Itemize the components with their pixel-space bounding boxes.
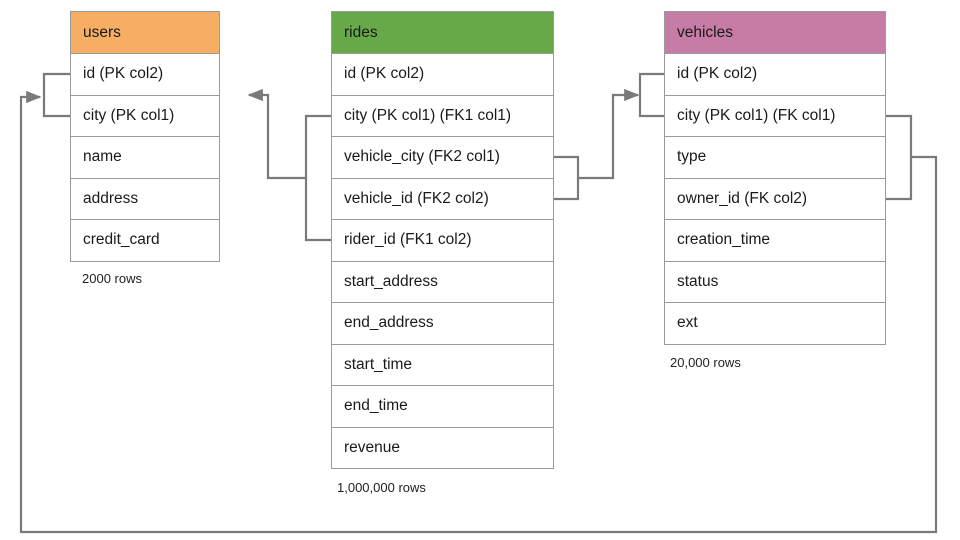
field-label: start_time	[344, 355, 413, 373]
table-rides-field-city[interactable]: city (PK col1) (FK1 col1)	[332, 95, 553, 137]
field-label: id (PK col2)	[344, 65, 425, 83]
table-users-row-count: 2000 rows	[82, 271, 142, 286]
field-label: type	[677, 148, 707, 166]
table-vehicles-field-city[interactable]: city (PK col1) (FK col1)	[665, 95, 885, 137]
table-vehicles-field-creation-time[interactable]: creation_time	[665, 220, 885, 262]
field-label: start_address	[344, 272, 438, 290]
table-rides[interactable]: rides id (PK col2) city (PK col1) (FK1 c…	[331, 11, 554, 469]
field-label: end_address	[344, 314, 434, 332]
table-users[interactable]: users id (PK col2) city (PK col1) name a…	[70, 11, 220, 262]
table-users-field-id[interactable]: id (PK col2)	[71, 54, 219, 96]
vehicles-pk-bracket	[638, 72, 664, 118]
field-label: city (PK col1) (FK col1)	[677, 106, 836, 124]
table-vehicles-field-status[interactable]: status	[665, 261, 885, 303]
field-label: city (PK col1) (FK1 col1)	[344, 106, 512, 124]
table-users-field-name[interactable]: name	[71, 137, 219, 179]
table-vehicles-title: vehicles	[677, 23, 733, 41]
vehicles-fk-bracket	[886, 114, 913, 201]
field-label: status	[677, 272, 719, 290]
table-rides-field-revenue[interactable]: revenue	[332, 427, 553, 469]
field-label: id (PK col2)	[677, 65, 758, 83]
table-rides-field-start-time[interactable]: start_time	[332, 344, 553, 386]
field-label: ext	[677, 314, 698, 332]
field-label: credit_card	[83, 231, 160, 249]
table-users-title: users	[83, 23, 121, 41]
table-users-field-city[interactable]: city (PK col1)	[71, 95, 219, 137]
rides-fk1-bracket	[304, 114, 331, 242]
table-vehicles-field-id[interactable]: id (PK col2)	[665, 54, 885, 96]
field-label: revenue	[344, 438, 401, 456]
field-label: rider_id (FK1 col2)	[344, 231, 472, 249]
table-vehicles-field-owner-id[interactable]: owner_id (FK col2)	[665, 178, 885, 220]
field-label: city (PK col1)	[83, 106, 175, 124]
table-vehicles-field-type[interactable]: type	[665, 137, 885, 179]
table-rides-field-rider-id[interactable]: rider_id (FK1 col2)	[332, 220, 553, 262]
table-users-field-credit-card[interactable]: credit_card	[71, 220, 219, 262]
field-label: creation_time	[677, 231, 771, 249]
table-vehicles-row-count: 20,000 rows	[670, 355, 741, 370]
rides-fk1-to-users-wire	[247, 88, 306, 180]
field-label: vehicle_city (FK2 col1)	[344, 148, 500, 166]
field-label: name	[83, 148, 122, 166]
table-rides-field-start-address[interactable]: start_address	[332, 261, 553, 303]
table-rides-field-vehicle-id[interactable]: vehicle_id (FK2 col2)	[332, 178, 553, 220]
field-label: id (PK col2)	[83, 65, 164, 83]
field-label: end_time	[344, 397, 408, 415]
field-label: address	[83, 189, 139, 207]
field-label: owner_id (FK col2)	[677, 189, 808, 207]
table-rides-field-id[interactable]: id (PK col2)	[332, 54, 553, 96]
table-rides-row-count: 1,000,000 rows	[337, 480, 426, 495]
users-pk-bracket	[42, 72, 70, 118]
table-rides-header: rides	[332, 12, 553, 54]
table-users-header: users	[71, 12, 219, 54]
table-rides-field-end-time[interactable]: end_time	[332, 386, 553, 428]
table-rides-field-end-address[interactable]: end_address	[332, 303, 553, 345]
table-rides-title: rides	[344, 23, 378, 41]
table-users-field-address[interactable]: address	[71, 178, 219, 220]
field-label: vehicle_id (FK2 col2)	[344, 189, 489, 207]
rides-fk2-to-vehicles-wire	[578, 88, 640, 180]
table-rides-field-vehicle-city[interactable]: vehicle_city (FK2 col1)	[332, 137, 553, 179]
table-vehicles-field-ext[interactable]: ext	[665, 303, 885, 345]
table-vehicles[interactable]: vehicles id (PK col2) city (PK col1) (FK…	[664, 11, 886, 345]
rides-fk2-bracket	[554, 155, 580, 201]
table-vehicles-header: vehicles	[665, 12, 885, 54]
